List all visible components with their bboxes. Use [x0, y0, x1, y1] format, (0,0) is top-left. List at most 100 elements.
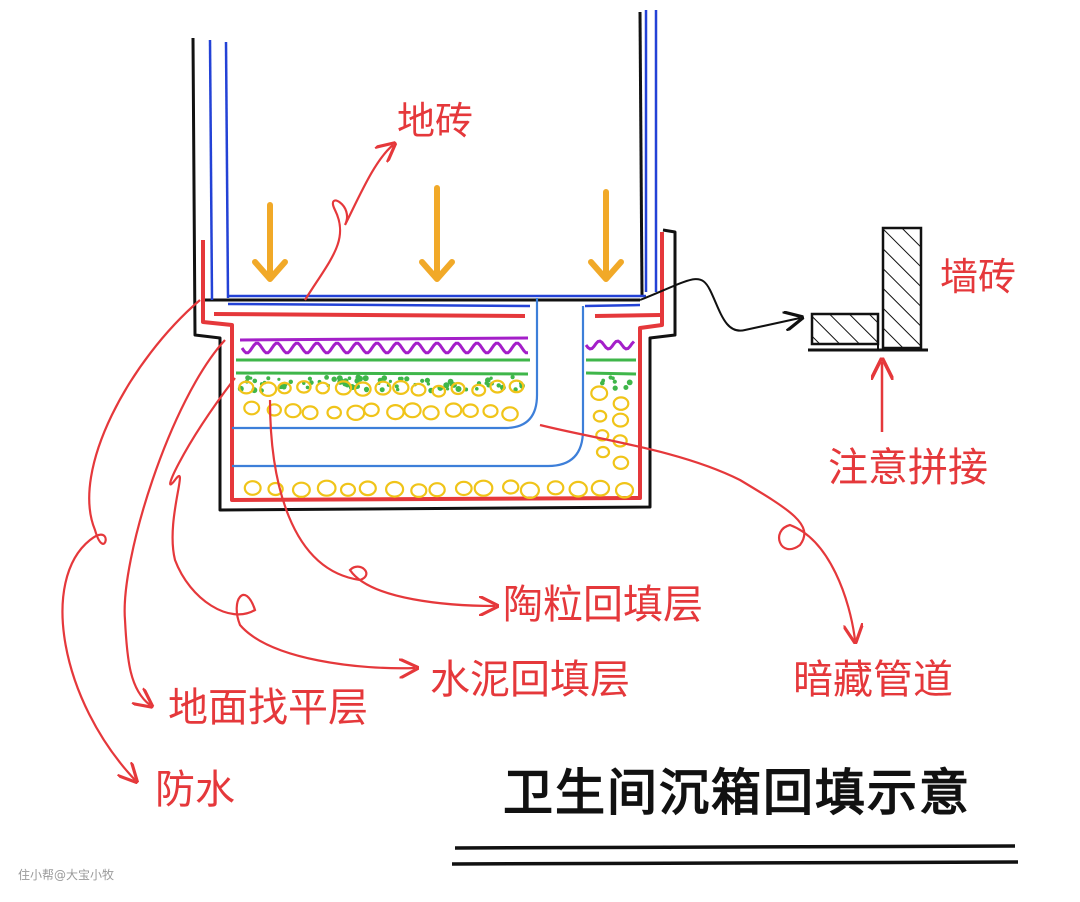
joint-leader: [639, 278, 800, 332]
ceramsite-pebble: [410, 382, 427, 397]
label-hidden-pipe: 暗藏管道: [793, 657, 953, 703]
mortar-dot: [475, 387, 479, 391]
mortar-dot: [424, 377, 430, 383]
title-underline: [451, 844, 1019, 866]
mortar-dot: [363, 386, 370, 392]
mortar-dot: [612, 379, 617, 384]
ceramsite-pebble: [462, 403, 479, 418]
ceramsite-pebble: [326, 405, 342, 420]
mortar-dot: [484, 381, 488, 385]
ceramsite-pebble: [316, 479, 337, 497]
ceramsite-pebble: [590, 479, 611, 497]
ceramsite-pebble: [546, 480, 565, 496]
mortar-dot: [305, 385, 310, 390]
ceramsite-pebble: [592, 409, 608, 423]
ceramsite-pebble: [614, 481, 635, 499]
ceramsite-pebble: [238, 380, 255, 395]
ceramsite-pebble: [315, 381, 330, 395]
ceramsite-pebble: [595, 429, 610, 442]
ceramsite-pebble: [353, 381, 372, 397]
mortar-dot: [379, 387, 385, 393]
mortar-dot: [601, 378, 606, 383]
finish-lines: [208, 10, 658, 308]
ceramsite-pebble: [471, 383, 487, 397]
mortar-dot: [420, 378, 425, 383]
label-wall-tile: 墙砖: [940, 255, 1017, 299]
ceramsite-pebble: [568, 480, 588, 498]
ceramsite-pebble: [243, 480, 262, 496]
ceramsite-pebble: [385, 480, 405, 498]
ceramsite-pebble: [386, 404, 405, 421]
ceramsite-pebble: [374, 380, 392, 396]
ceramsite-pebble: [339, 482, 357, 497]
mortar-dot: [612, 385, 618, 391]
ceramsite-pebble: [363, 402, 380, 418]
ceramsite-pebble: [428, 482, 446, 498]
ceramsite-pebble: [450, 381, 466, 396]
load-arrow: [419, 185, 455, 282]
mortar-dot: [277, 377, 281, 381]
mortar-dot: [394, 384, 399, 389]
ceramsite-fill: [238, 379, 635, 499]
callout-leaders: [61, 145, 855, 780]
ceramsite-pebble: [346, 404, 366, 421]
ceramsite-pebble: [444, 402, 463, 418]
mortar-dot: [347, 376, 352, 381]
label-floor-tile: 地砖: [397, 99, 474, 143]
tile-joint-detail: [808, 226, 928, 352]
mortar-dot: [288, 379, 293, 384]
hidden-pipe: [232, 298, 585, 468]
mortar-dot: [623, 385, 629, 390]
ceramsite-pebble: [266, 403, 282, 417]
mortar-dot: [266, 376, 271, 381]
ceramsite-pebble: [301, 405, 319, 421]
ceramsite-pebble: [259, 381, 278, 397]
ceramsite-pebble: [482, 404, 499, 419]
ceramsite-pebble: [501, 406, 519, 422]
ceramsite-pebble: [267, 481, 284, 497]
mortar-dot: [611, 376, 615, 381]
ceramsite-pebble: [403, 402, 422, 419]
ceramsite-pebble: [431, 384, 447, 398]
load-arrows: [252, 185, 624, 282]
ceramsite-pebble: [422, 405, 440, 421]
ceramsite-pebble: [489, 379, 506, 394]
mortar-dot: [399, 376, 404, 381]
mortar-dot: [362, 375, 369, 382]
load-arrow: [252, 202, 288, 282]
ceramsite-pebble: [612, 396, 630, 411]
label-ceramsite-layer: 陶粒回填层: [503, 582, 703, 628]
ceramsite-pebble: [334, 380, 353, 396]
mortar-dot: [489, 376, 493, 380]
label-cement-layer: 水泥回填层: [430, 657, 630, 703]
label-waterproof: 防水: [155, 767, 235, 813]
ceramsite-pebble: [410, 483, 428, 499]
mortar-dot: [307, 376, 312, 381]
load-arrow: [588, 189, 624, 282]
ceramsite-pebble: [473, 479, 494, 497]
watermark: 住小帮@大宝小牧: [18, 868, 115, 882]
ceramsite-pebble: [519, 481, 541, 499]
ceramsite-pebble: [454, 480, 473, 497]
mortar-dot: [381, 375, 388, 381]
ceramsite-pebble: [612, 455, 630, 470]
mortar-dot: [245, 375, 251, 381]
mortar-dot: [510, 375, 515, 380]
mortar-dot: [513, 387, 518, 392]
ceramsite-pebble: [392, 380, 410, 396]
mortar-dot: [331, 376, 337, 382]
mortar-dot: [455, 386, 462, 392]
mortar-dot: [396, 387, 400, 392]
mortar-dot: [626, 379, 633, 386]
mortar-layer: [235, 358, 637, 394]
diagram-title: 卫生间沉箱回填示意: [503, 764, 971, 822]
mortar-dot: [443, 382, 450, 389]
label-floor-leveling: 地面找平层: [168, 685, 368, 731]
mortar-dot: [252, 378, 258, 384]
waterproof-layer: [201, 232, 664, 502]
ceramsite-pebble: [502, 479, 520, 495]
ceramsite-pebble: [611, 412, 630, 428]
ceramsite-pebble: [277, 381, 292, 395]
ceramsite-pebble: [284, 403, 302, 419]
